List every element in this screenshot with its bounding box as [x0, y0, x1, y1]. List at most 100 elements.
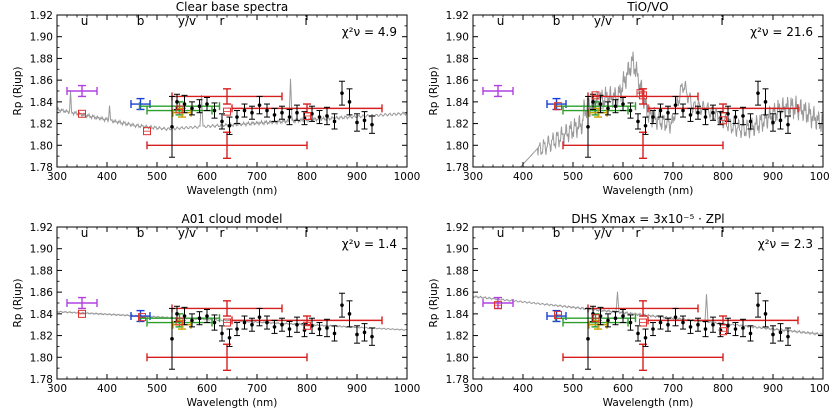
y-tick-label: 1.78 [30, 374, 53, 386]
chi-square-label: χ²ν = 21.6 [750, 25, 813, 39]
spectroscopic-point [339, 292, 345, 318]
model-box-marker [719, 327, 727, 336]
spectroscopic-marker [733, 115, 738, 119]
spectroscopic-marker [325, 326, 329, 330]
spectroscopic-marker [175, 312, 179, 316]
y-axis-label: Rp (Rjup) [428, 278, 440, 327]
photometric-point [146, 317, 213, 328]
spectroscopic-marker [598, 314, 603, 318]
model-box-marker [175, 105, 184, 114]
spectroscopic-marker [317, 327, 322, 331]
spectroscopic-marker [741, 326, 745, 330]
photometric-point [130, 309, 151, 323]
spectroscopic-point [354, 113, 360, 132]
x-tick-label: 300 [463, 383, 483, 395]
spectroscopic-marker [317, 115, 322, 119]
model-box-marker [591, 314, 600, 323]
spectroscopic-marker [175, 100, 179, 104]
y-tick-label: 1.84 [30, 309, 54, 321]
y-tick-label: 1.78 [446, 374, 469, 386]
x-tick-label: 700 [247, 171, 267, 183]
spectroscopic-point [264, 103, 270, 118]
spectroscopic-marker [666, 322, 670, 327]
photometric-point [66, 296, 98, 310]
spectroscopic-point [264, 315, 270, 330]
spectroscopic-point [680, 315, 686, 330]
band-label: b [553, 14, 561, 28]
chart-title: TiO/VO [626, 0, 668, 14]
model-spectrum-line [520, 51, 823, 167]
model-box-marker [636, 89, 645, 98]
y-tick-label: 1.92 [30, 10, 53, 22]
band-label: y/v [178, 14, 196, 28]
spectroscopic-point [189, 313, 195, 328]
x-tick-label: 600 [613, 171, 633, 183]
spectroscopic-point [732, 322, 739, 337]
spectroscopic-marker [651, 327, 655, 331]
spectroscopic-point [234, 110, 240, 125]
band-label: i [720, 14, 723, 28]
x-tick-label: 600 [613, 383, 633, 395]
spectroscopic-point [687, 319, 694, 334]
spectroscopic-marker [756, 303, 760, 307]
spectroscopic-point [740, 106, 746, 126]
chi-square-label: χ²ν = 4.9 [342, 25, 397, 39]
y-tick-label: 1.80 [30, 140, 53, 152]
x-tick-label: 700 [247, 383, 267, 395]
spectroscopic-point [369, 115, 375, 134]
spectroscopic-point [219, 325, 225, 342]
y-tick-label: 1.78 [30, 162, 53, 174]
spectroscopic-point [309, 105, 315, 122]
spectroscopic-point [672, 307, 679, 327]
spectroscopic-marker [197, 104, 202, 108]
spectroscopic-marker [628, 320, 633, 325]
spectroscopic-marker [726, 324, 730, 328]
photometric-point [146, 131, 308, 160]
x-tick-label: 600 [197, 171, 217, 183]
spectroscopic-point [665, 317, 671, 332]
model-box-marker [223, 318, 231, 327]
y-tick-label: 1.88 [30, 265, 53, 277]
spectroscopic-point [650, 110, 656, 125]
spectroscopic-point [635, 113, 641, 130]
spectroscopic-point [324, 318, 330, 338]
spectroscopic-marker [190, 318, 194, 323]
chi-square-label: χ²ν = 2.3 [758, 237, 813, 251]
band-label: r [636, 226, 641, 240]
spectroscopic-point [204, 97, 210, 112]
spectroscopic-point [597, 94, 604, 114]
band-label: r [220, 226, 225, 240]
spectroscopic-point [597, 306, 604, 326]
spectroscopic-marker [613, 104, 618, 108]
x-tick-label: 1000 [810, 171, 830, 183]
spectroscopic-marker [673, 103, 678, 107]
spectroscopic-marker [212, 320, 217, 325]
model-box-marker [639, 91, 647, 100]
spectroscopic-marker [310, 324, 314, 328]
spectroscopic-point [196, 311, 203, 326]
spectroscopic-point [256, 307, 263, 327]
spectroscopic-point [346, 300, 353, 328]
spectroscopic-point [785, 115, 791, 134]
x-tick-label: 600 [197, 383, 217, 395]
photometric-point [647, 103, 799, 114]
photometric-point [482, 296, 514, 310]
plot-area [473, 291, 823, 372]
spectroscopic-point [657, 315, 664, 330]
model-box-marker [303, 111, 311, 120]
spectroscopic-marker [212, 108, 217, 113]
plot-area [57, 292, 407, 372]
photometric-point [482, 84, 514, 98]
y-tick-label: 1.92 [446, 10, 469, 22]
spectroscopic-marker [205, 314, 209, 318]
spectroscopic-marker [227, 123, 232, 128]
spectroscopic-point [271, 319, 278, 334]
chart-title: DHS Xmax = 3x10⁻⁵ · ZPl [571, 212, 724, 226]
y-tick-label: 1.80 [446, 352, 469, 364]
spectroscopic-marker [621, 102, 625, 106]
spectroscopic-marker [636, 331, 640, 336]
model-box-marker [554, 310, 562, 319]
